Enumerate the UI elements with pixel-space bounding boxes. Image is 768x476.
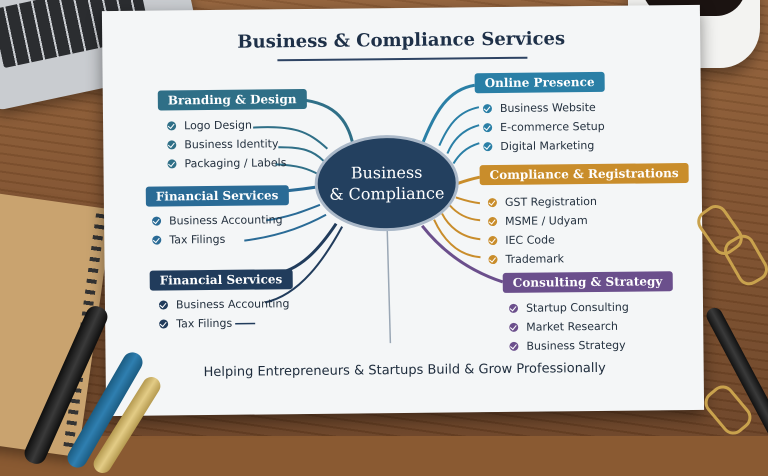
list-item-label: Tax Filings — [176, 317, 232, 331]
list-item: E-commerce Setup — [483, 117, 605, 137]
checkmark-icon — [509, 304, 518, 313]
branch-branding-label: Branding & Design — [158, 89, 307, 111]
list-item: Tax Filings — [159, 313, 290, 333]
mind-map-sheet: Business & Compliance Services Business … — [102, 5, 704, 416]
list-item-label: Packaging / Labels — [184, 156, 286, 170]
central-topic-line-1: Business — [351, 162, 423, 184]
checkmark-icon — [152, 217, 161, 226]
list-item: GST Registration — [488, 192, 597, 212]
connector-compliance-1 — [456, 197, 480, 203]
checkmark-icon — [167, 121, 176, 130]
list-item-label: Trademark — [505, 252, 564, 266]
list-item-label: IEC Code — [505, 233, 555, 247]
list-item: Business Accounting — [152, 210, 283, 230]
list-item-label: Business Website — [500, 101, 596, 115]
list-item: Business Identity — [167, 134, 286, 154]
checkmark-icon — [483, 104, 492, 113]
list-item-label: GST Registration — [505, 195, 597, 209]
list-item-label: Business Identity — [184, 137, 278, 151]
connector-online — [423, 85, 476, 142]
list-item-label: Digital Marketing — [500, 139, 594, 153]
list-item-label: Startup Consulting — [526, 301, 629, 315]
list-item: Market Research — [509, 317, 629, 337]
checkmark-icon — [152, 236, 161, 245]
list-item-label: Market Research — [526, 320, 618, 334]
branch-online-label: Online Presence — [475, 72, 605, 93]
checkmark-icon — [159, 319, 168, 328]
checkmark-icon — [483, 123, 492, 132]
branch-consulting-label: Consulting & Strategy — [503, 271, 673, 293]
list-item: Logo Design — [167, 115, 286, 135]
branch-financial-1-label: Financial Services — [146, 185, 289, 206]
list-item-label: Business Strategy — [526, 339, 625, 353]
list-item: Packaging / Labels — [167, 153, 286, 173]
list-item: MSME / Udyam — [488, 211, 597, 231]
checkmark-icon — [509, 342, 518, 351]
list-item: Trademark — [488, 249, 597, 269]
checkmark-icon — [509, 323, 518, 332]
central-topic-line-2: & Compliance — [329, 183, 444, 205]
checkmark-icon — [488, 236, 497, 245]
list-item-label: MSME / Udyam — [505, 214, 588, 228]
checkmark-icon — [159, 300, 168, 309]
connector-compliance-3 — [442, 213, 480, 239]
checkmark-icon — [488, 255, 497, 264]
list-item-label: Logo Design — [184, 119, 252, 133]
list-item-label: Tax Filings — [169, 233, 225, 247]
connector-online-2 — [447, 125, 479, 153]
connector-down — [387, 228, 390, 343]
branch-compliance-label: Compliance & Registrations — [480, 163, 689, 185]
connector-compliance-2 — [450, 205, 480, 220]
checkmark-icon — [167, 159, 176, 168]
list-item: Tax Filings — [152, 229, 283, 249]
list-item: Digital Marketing — [483, 136, 605, 156]
list-item: Startup Consulting — [509, 298, 629, 318]
connector-online-3 — [453, 143, 479, 163]
branch-financial-2-label: Financial Services — [150, 269, 293, 290]
list-item: Business Accounting — [159, 294, 290, 314]
list-item: Business Strategy — [509, 336, 629, 356]
checkmark-icon — [167, 140, 176, 149]
checkmark-icon — [483, 142, 492, 151]
checkmark-icon — [488, 198, 497, 207]
list-item-label: Business Accounting — [169, 213, 283, 227]
list-item-label: Business Accounting — [176, 297, 290, 311]
checkmark-icon — [488, 217, 497, 226]
list-item: Business Website — [483, 98, 605, 118]
list-item: IEC Code — [488, 230, 597, 250]
connector-compliance — [458, 177, 480, 183]
list-item-label: E-commerce Setup — [500, 120, 605, 134]
